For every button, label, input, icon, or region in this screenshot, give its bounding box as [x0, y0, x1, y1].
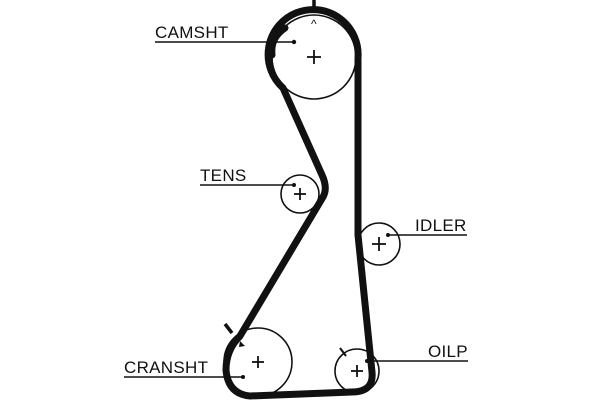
oil-pump-label: OILP — [428, 342, 468, 361]
camshaft-timing-caret: ^ — [311, 17, 317, 31]
timing-belt — [222, 6, 376, 400]
oil-pump-timing-mark — [339, 347, 347, 357]
crankshaft-pulley-circle — [223, 327, 293, 397]
camshaft-pulley: ^ CAMSHT — [155, 0, 357, 100]
idler-pulley: IDLER — [357, 216, 467, 266]
tensioner-label: TENS — [200, 166, 247, 185]
tensioner-pulley: TENS — [200, 166, 320, 214]
crankshaft-pulley: CRANSHT — [124, 322, 293, 397]
camshaft-label: CAMSHT — [155, 23, 229, 42]
crankshaft-timing-mark — [223, 322, 234, 335]
idler-pulley-circle — [357, 222, 401, 266]
idler-label: IDLER — [415, 216, 467, 235]
crankshaft-timing-arrow-icon — [239, 341, 245, 347]
oil-pump-pulley-circle — [334, 348, 380, 394]
camshaft-pulley-circle — [271, 14, 357, 100]
crankshaft-label: CRANSHT — [124, 358, 208, 377]
oil-pump-pulley: OILP — [334, 342, 468, 394]
tensioner-pulley-circle — [280, 174, 320, 214]
